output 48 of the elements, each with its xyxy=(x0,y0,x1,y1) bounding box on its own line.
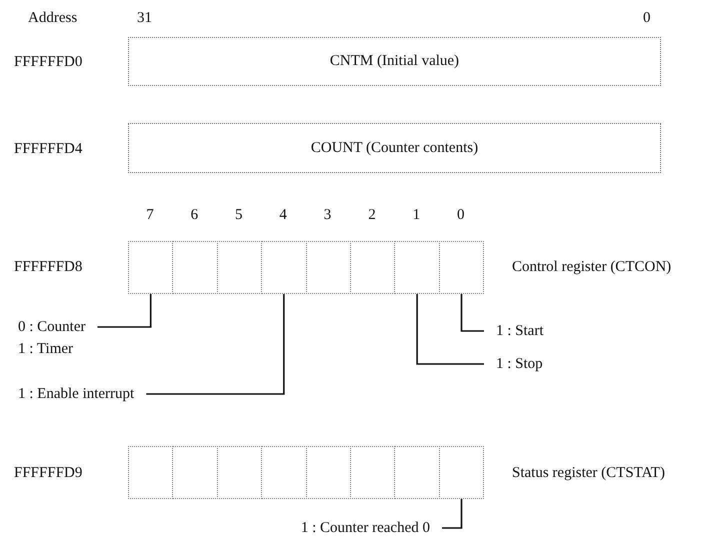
leader-line xyxy=(98,294,152,328)
bit-number: 1 xyxy=(412,206,420,224)
bit-cell xyxy=(350,241,396,294)
bit-cell xyxy=(306,446,351,499)
bit-cell xyxy=(216,446,262,499)
bit-cell xyxy=(172,446,218,499)
column-heading: Address xyxy=(28,9,78,27)
bit-cell xyxy=(172,241,218,294)
address-label: FFFFFFD8 xyxy=(14,258,82,276)
leader-line xyxy=(416,294,484,365)
leader-line xyxy=(442,499,462,529)
bit-cell xyxy=(128,446,174,499)
register-box xyxy=(128,37,661,86)
bit-cell xyxy=(350,446,396,499)
bit-cell xyxy=(261,241,307,294)
address-label: FFFFFFD4 xyxy=(14,140,82,158)
bit-description: 1 : Enable interrupt xyxy=(18,385,134,404)
bit-number: 7 xyxy=(146,206,154,224)
bit-number: 2 xyxy=(368,206,376,224)
bit-number: 5 xyxy=(235,206,242,224)
bit-cell xyxy=(216,241,262,294)
bit-cell xyxy=(128,241,174,294)
register-name: CNTM (Initial value) xyxy=(330,53,460,70)
bit-number: 0 xyxy=(457,206,464,224)
bit-description: 1 : Start xyxy=(496,322,544,341)
bit-description: 1 : Timer xyxy=(18,340,74,359)
bit-number: 31 xyxy=(137,9,152,27)
bit-description: 1 : Counter reached 0 xyxy=(300,519,430,538)
bit-cell xyxy=(306,241,351,294)
address-label: FFFFFFD9 xyxy=(14,464,82,482)
bit-number: 4 xyxy=(279,206,287,224)
bit-number: 6 xyxy=(190,206,198,224)
register-label: Status register (CTSTAT) xyxy=(512,464,665,482)
bit-number: 3 xyxy=(324,206,332,224)
register-name: COUNT (Counter contents) xyxy=(310,140,478,156)
bit-cell xyxy=(394,446,440,499)
bit-cell xyxy=(261,446,307,499)
bit-cell xyxy=(394,241,440,294)
bit-cell xyxy=(438,241,484,294)
bit-cell xyxy=(438,446,484,499)
address-label: FFFFFFD0 xyxy=(14,53,82,71)
register-box xyxy=(128,123,661,173)
bit-description: 0 : Counter xyxy=(18,318,86,337)
register-label: Control register (CTCON) xyxy=(512,258,672,276)
bit-description: 1 : Stop xyxy=(496,355,543,374)
leader-line xyxy=(460,294,484,332)
bit-number: 0 xyxy=(643,9,650,27)
leader-line xyxy=(146,294,285,395)
